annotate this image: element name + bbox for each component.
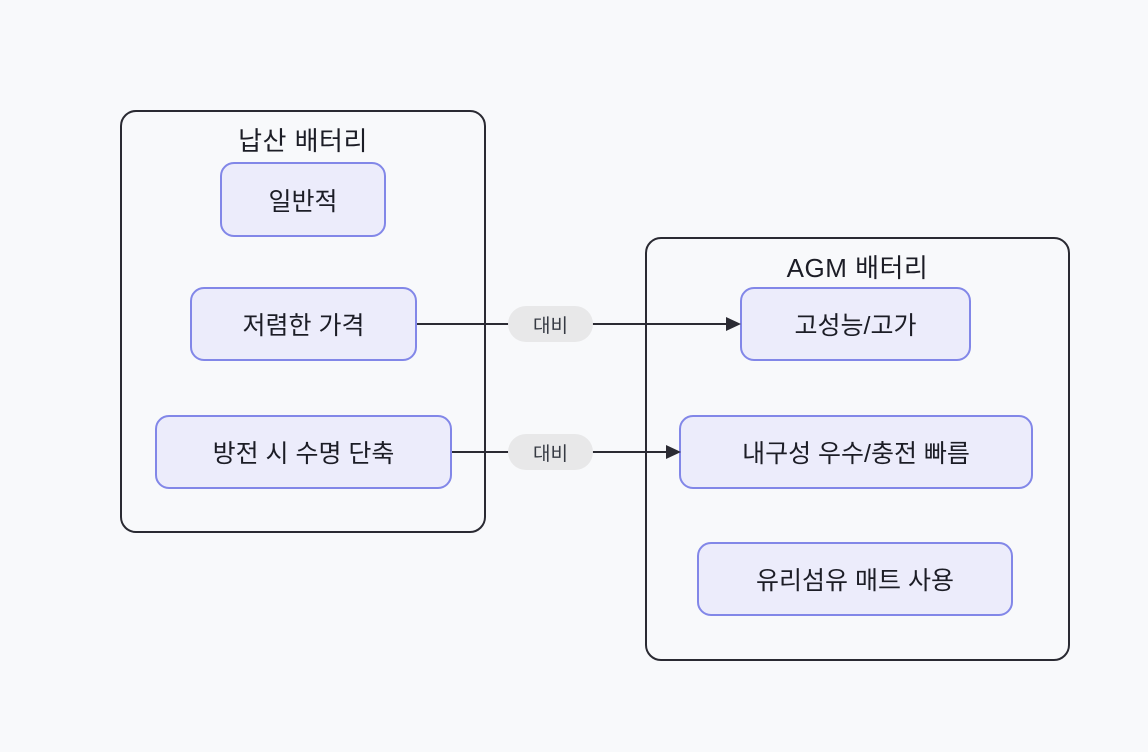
node-general: 일반적 — [220, 162, 386, 237]
node-durable-fast-charging: 내구성 우수/충전 빠름 — [679, 415, 1033, 489]
edge-contrast-1-label: 대비 — [508, 306, 593, 342]
group-title-lead-acid: 납산 배터리 — [238, 126, 368, 156]
node-low-price: 저렴한 가격 — [190, 287, 417, 361]
group-lead-acid-battery: 납산 배터리 — [120, 110, 486, 533]
node-glass-fiber-mat: 유리섬유 매트 사용 — [697, 542, 1013, 616]
node-short-lifespan-on-discharge: 방전 시 수명 단축 — [155, 415, 452, 489]
arrowhead-icon — [666, 444, 681, 459]
group-title-agm: AGM 배터리 — [786, 253, 929, 283]
node-high-performance-high-cost: 고성능/고가 — [740, 287, 971, 361]
group-agm-battery: AGM 배터리 — [645, 237, 1070, 661]
edge-contrast-2-label: 대비 — [508, 434, 593, 470]
arrowhead-icon — [726, 316, 741, 331]
